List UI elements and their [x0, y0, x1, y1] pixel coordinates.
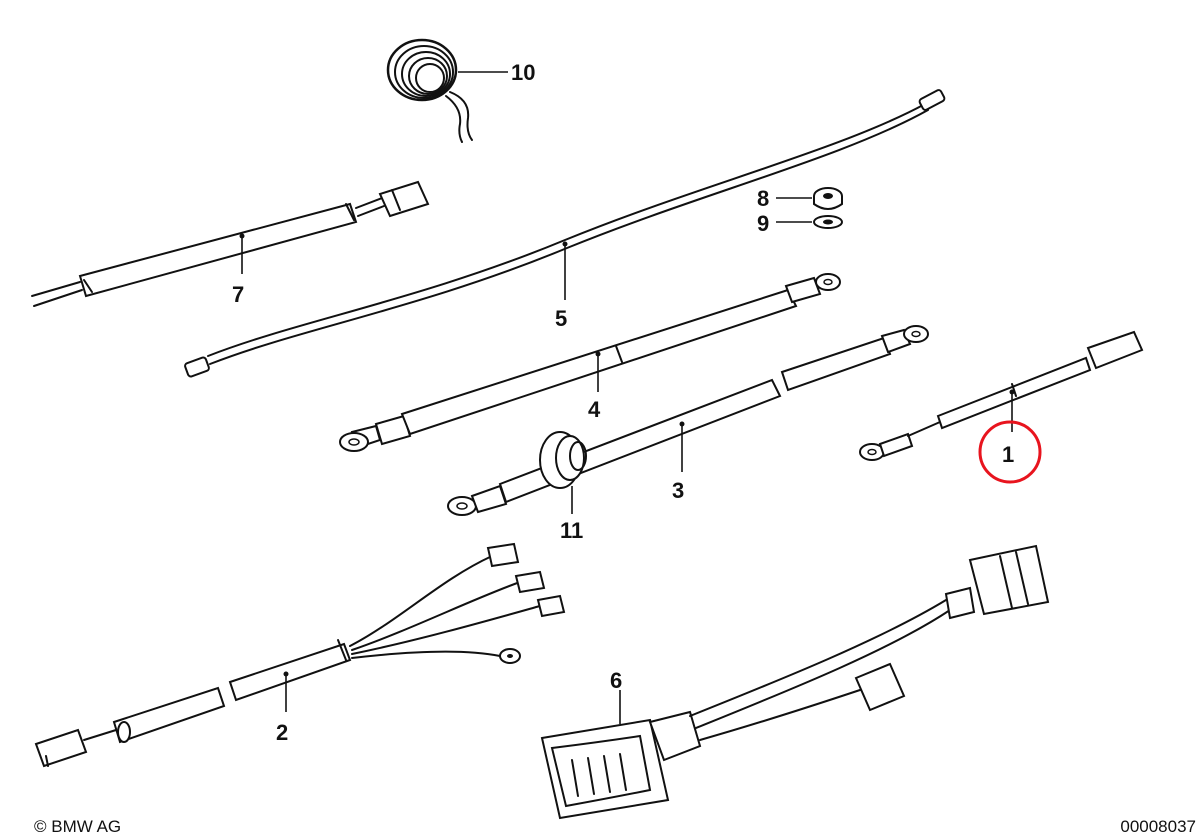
part-label-11: 11	[560, 518, 583, 543]
part-7-cable-with-connector[interactable]	[31, 180, 430, 307]
part-label-9: 9	[757, 211, 769, 236]
part-11-grommet[interactable]	[539, 431, 587, 489]
part-label-2: 2	[276, 720, 288, 745]
part-1-ground-cable[interactable]	[859, 330, 1144, 461]
part-10-coiled-wire[interactable]	[386, 38, 473, 143]
part-8-nut[interactable]	[813, 187, 843, 210]
part-5-long-wire[interactable]	[184, 89, 946, 378]
part-label-4: 4	[588, 397, 601, 422]
part-3-cable[interactable]	[447, 325, 929, 516]
part-label-10: 10	[511, 60, 535, 85]
part-9-washer[interactable]	[813, 215, 843, 229]
highlight-circle	[978, 420, 1042, 484]
part-label-3: 3	[672, 478, 684, 503]
part-label-8: 8	[757, 186, 769, 211]
part-label-6: 6	[610, 668, 622, 693]
part-6-adapter-harness[interactable]	[540, 544, 1050, 820]
part-label-5: 5	[555, 306, 567, 331]
drawing-number: 00008037	[1120, 817, 1196, 836]
part-2-wiring-harness[interactable]	[34, 542, 566, 768]
part-label-1: 1	[1002, 442, 1014, 467]
copyright-text: © BMW AG	[34, 817, 121, 836]
part-4-battery-cable[interactable]	[339, 273, 841, 452]
part-label-7: 7	[232, 282, 244, 307]
